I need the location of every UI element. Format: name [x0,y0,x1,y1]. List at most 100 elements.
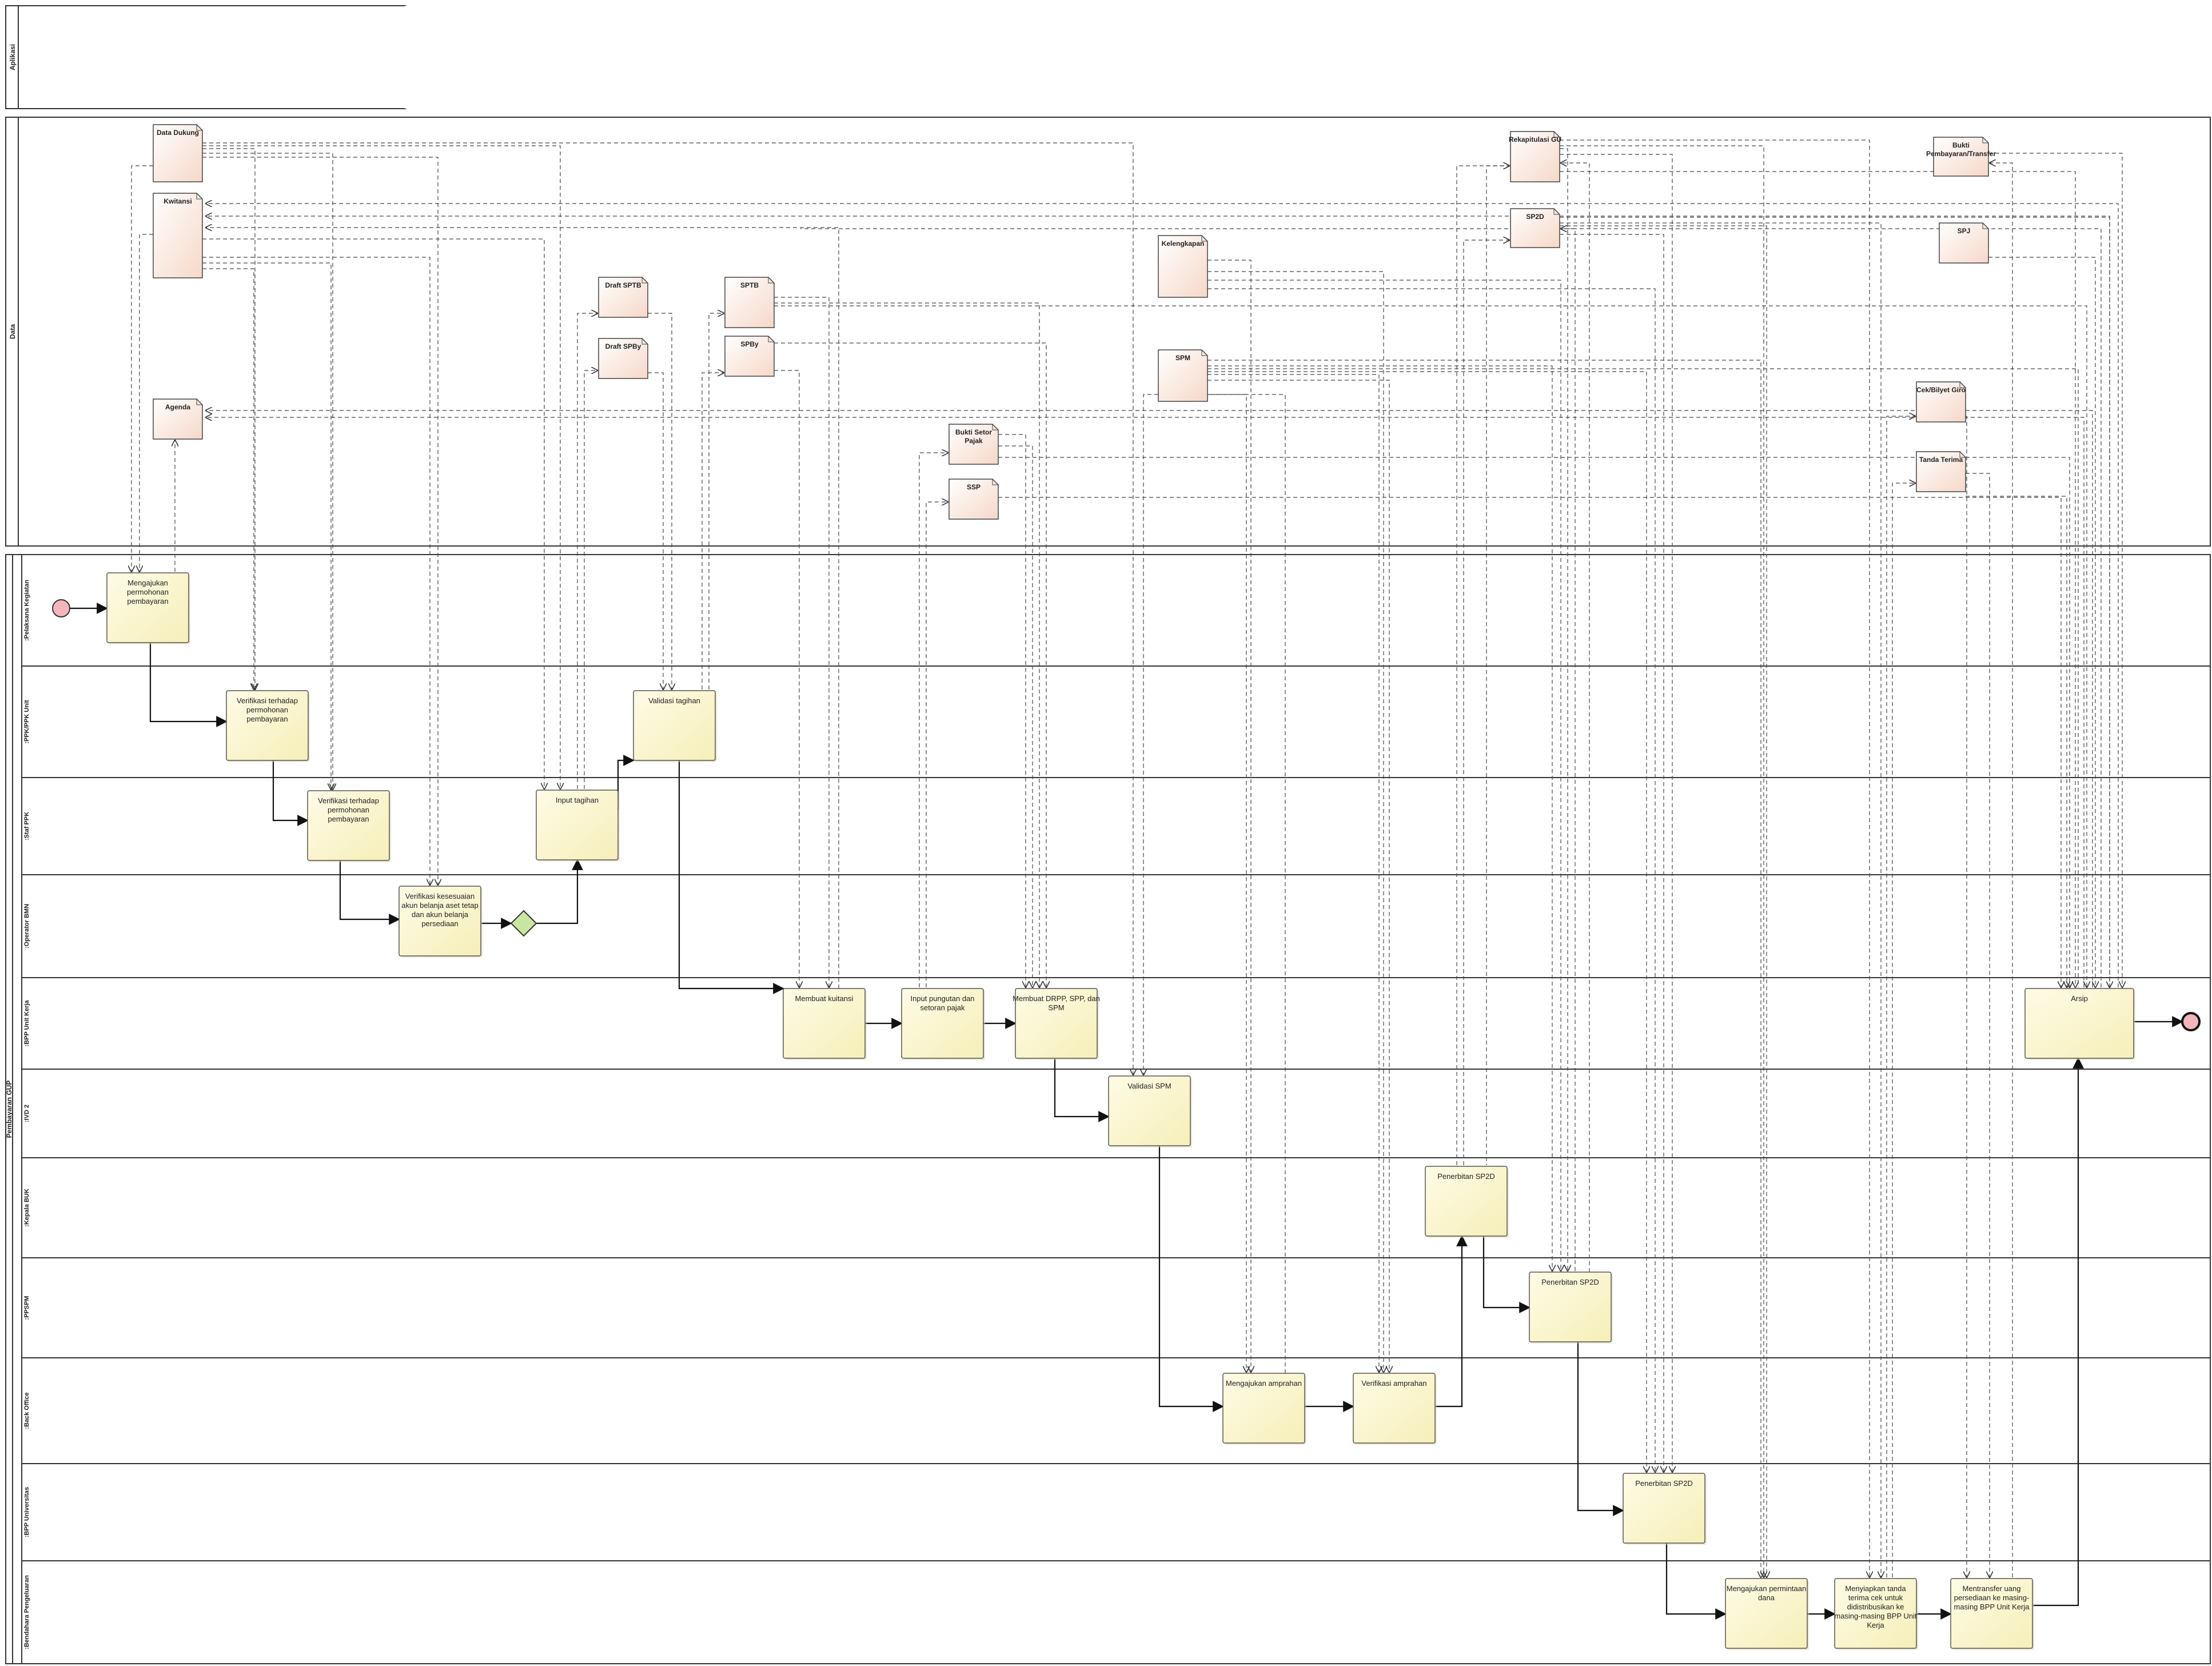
data-association[interactable] [1560,222,1881,1577]
data-association[interactable] [708,313,724,689]
data-association[interactable] [1561,229,1576,1271]
data-association[interactable] [774,302,1039,987]
data-association[interactable] [1560,234,1664,1472]
data-association[interactable] [206,417,2085,987]
data-association[interactable] [1207,271,1384,1372]
data-association[interactable] [206,216,2110,987]
data-association[interactable] [998,445,1033,987]
sequence-flow[interactable] [149,643,228,727]
sequence-flow[interactable] [1435,1235,1468,1408]
data-association[interactable] [140,234,153,572]
data-object-sptb[interactable]: SPTB [724,277,775,328]
data-association[interactable] [202,148,255,689]
data-object-datadukung[interactable]: Data Dukung [153,124,203,182]
data-association[interactable] [1207,371,1647,1472]
data-object-agenda[interactable]: Agenda [153,398,203,440]
data-association[interactable] [202,262,331,790]
data-association[interactable] [206,228,839,989]
data-association[interactable] [998,497,2061,987]
sequence-flow[interactable] [1054,1058,1110,1122]
data-object-rekap[interactable]: Rekapitulasi GU [1509,131,1561,182]
data-object-sp2d[interactable]: SP2D [1510,208,1560,248]
data-object-cek[interactable]: Cek/Bilyet Giro [1916,381,1966,423]
data-object-ssp[interactable]: SSP [948,479,999,520]
data-association[interactable] [774,342,1046,987]
task-t11[interactable]: Mengajukan amprahan [1222,1373,1306,1445]
data-association[interactable] [202,268,254,689]
data-association[interactable] [1143,394,1158,1075]
sequence-flow[interactable] [1482,1236,1531,1313]
sequence-flow[interactable] [617,755,635,809]
data-object-spby[interactable]: SPBy [724,336,775,377]
data-association[interactable] [1966,496,2067,987]
end-event[interactable] [2181,1012,2201,1031]
data-association[interactable] [1988,153,2122,987]
data-association[interactable] [648,313,672,689]
data-association[interactable] [998,434,1026,987]
sequence-flow[interactable] [339,860,400,925]
data-association[interactable] [774,305,2087,987]
data-association[interactable] [1207,394,1246,1372]
task-t7[interactable]: Membuat kuitansi [783,988,867,1060]
task-t5[interactable]: Input tagihan [536,790,620,862]
task-t15[interactable]: Penerbitan SP2D [1623,1473,1707,1545]
data-association[interactable] [1207,280,1561,1271]
data-association[interactable] [998,457,2070,987]
sequence-flow[interactable] [1577,1342,1624,1516]
data-association[interactable] [206,410,2093,987]
data-association[interactable] [1207,288,1655,1472]
data-association[interactable] [584,370,597,789]
data-association[interactable] [1892,483,1915,1577]
data-association[interactable] [1207,394,1286,1373]
data-association[interactable] [1207,365,1552,1271]
data-association[interactable] [1560,171,2075,987]
data-association[interactable] [919,453,948,987]
task-t13[interactable]: Penerbitan SP2D [1425,1166,1509,1238]
start-event[interactable] [52,599,70,617]
data-association[interactable] [1560,225,1767,1577]
data-object-draftsptb[interactable]: Draft SPTB [598,277,648,318]
data-association[interactable] [202,145,560,789]
data-association[interactable] [1560,148,1568,1271]
data-association[interactable] [202,257,430,885]
data-association[interactable] [1886,416,1915,1577]
data-association[interactable] [1990,163,2013,1577]
data-association[interactable] [702,373,724,689]
data-association[interactable] [202,153,333,790]
sequence-flow[interactable] [536,859,583,924]
task-t10[interactable]: Validasi SPM [1108,1075,1192,1147]
data-association[interactable] [1560,154,1672,1472]
sequence-flow[interactable] [678,760,784,994]
data-association[interactable] [1463,240,1509,1165]
data-association[interactable] [1561,163,1590,1272]
data-association[interactable] [202,157,438,885]
data-association[interactable] [1988,257,2095,987]
data-association[interactable] [774,370,799,987]
task-t14[interactable]: Penerbitan SP2D [1529,1272,1613,1344]
data-association[interactable] [202,238,544,789]
data-object-tanda[interactable]: Tanda Terima [1916,451,1966,492]
data-association[interactable] [1966,416,1967,1577]
data-object-spm[interactable]: SPM [1158,349,1208,402]
data-association[interactable] [1456,166,1509,1165]
data-association[interactable] [926,502,948,987]
data-association[interactable] [202,142,1133,1075]
data-association[interactable] [1207,368,2079,987]
data-association[interactable] [800,228,2102,987]
sequence-flow[interactable] [2032,1057,2084,1607]
data-association[interactable] [1207,374,1379,1372]
exclusive-gateway[interactable] [510,910,537,937]
sequence-flow[interactable] [1665,1543,1727,1620]
data-association[interactable] [1560,217,2110,987]
data-association[interactable] [1966,473,1990,1577]
data-association[interactable] [206,204,2119,987]
data-association[interactable] [774,297,829,987]
task-t12[interactable]: Verifikasi amprahan [1353,1373,1437,1445]
